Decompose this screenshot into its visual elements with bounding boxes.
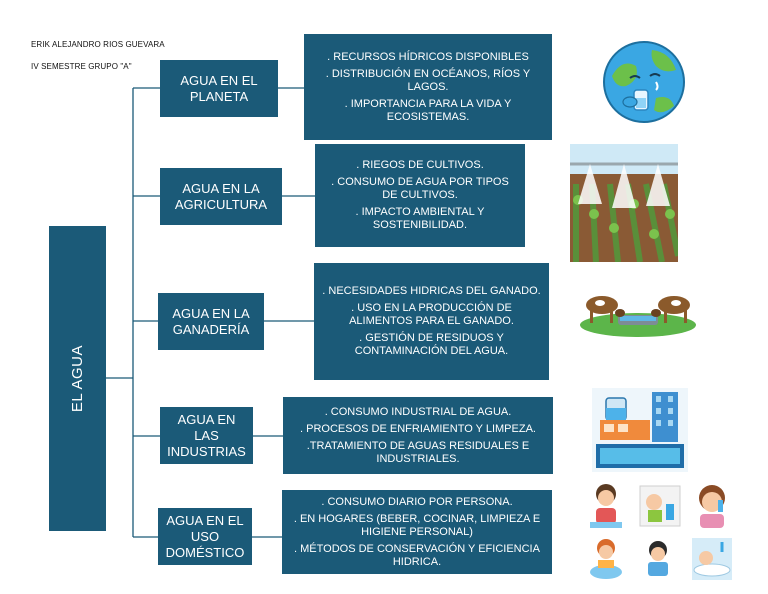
details-ganaderia: . NECESIDADES HIDRICAS DEL GANADO. . USO…: [314, 263, 549, 380]
detail-item: . RIEGOS DE CULTIVOS.: [356, 159, 484, 171]
category-industrias: AGUA EN LAS INDUSTRIAS: [160, 407, 253, 464]
detail-item: . GESTIÓN DE RESIDUOS Y CONTAMINACIÓN DE…: [354, 332, 509, 357]
group-label: IV SEMESTRE GRUPO "A": [31, 62, 132, 71]
detail-item: . CONSUMO DIARIO POR PERSONA.: [321, 495, 513, 508]
detail-item: . CONSUMO DE AGUA POR TIPOS DE CULTIVOS.: [331, 176, 509, 201]
category-agricultura: AGUA EN LA AGRICULTURA: [160, 168, 282, 225]
details-planeta: . RECURSOS HÍDRICOS DISPONIBLES . DISTRI…: [304, 34, 552, 140]
sad-earth-drinking-water-icon: [603, 41, 685, 123]
crop-irrigation-icon: [570, 144, 678, 262]
detail-item: . CONSUMO INDUSTRIAL DE AGUA.: [324, 405, 512, 418]
detail-item: . DISTRIBUCIÓN EN OCÉANOS, RÍOS Y LAGOS.: [325, 67, 531, 93]
detail-item: . IMPACTO AMBIENTAL Y SOSTENIBILIDAD.: [355, 206, 485, 231]
category-ganaderia: AGUA EN LA GANADERÍA: [158, 293, 264, 350]
detail-item: . PROCESOS DE ENFRIAMIENTO Y LIMPEZA.: [300, 422, 536, 435]
details-industrias: . CONSUMO INDUSTRIAL DE AGUA. . PROCESOS…: [283, 397, 553, 474]
root-node: EL AGUA: [49, 226, 106, 531]
category-label: AGUA EN LAS INDUSTRIAS: [167, 411, 246, 459]
category-label: AGUA EN EL USO DOMÉSTICO: [165, 512, 245, 560]
detail-item: . NECESIDADES HIDRICAS DEL GANADO.: [322, 285, 541, 297]
category-label: AGUA EN LA AGRICULTURA: [174, 180, 268, 212]
category-label: AGUA EN LA GANADERÍA: [172, 305, 250, 337]
detail-item: .TRATAMIENTO DE AGUAS RESIDUALES E INDUS…: [306, 439, 530, 465]
detail-item: . USO EN LA PRODUCCIÓN DE ALIMENTOS PARA…: [349, 302, 514, 327]
root-label: EL AGUA: [69, 344, 86, 413]
detail-item: . MÉTODOS DE CONSERVACIÓN Y EFICIENCIA H…: [294, 542, 540, 568]
cows-drinking-water-icon: [580, 296, 696, 337]
industry-water-tank-icon: [592, 388, 688, 472]
category-uso-domestico: AGUA EN EL USO DOMÉSTICO: [158, 508, 252, 565]
details-agricultura: . RIEGOS DE CULTIVOS. . CONSUMO DE AGUA …: [315, 144, 525, 247]
detail-item: . IMPORTANCIA PARA LA VIDA Y ECOSISTEMAS…: [344, 97, 512, 123]
detail-item: . RECURSOS HÍDRICOS DISPONIBLES: [327, 50, 529, 63]
detail-item: . EN HOGARES (BEBER, COCINAR, LIMPIEZA E…: [293, 512, 541, 538]
details-uso-domestico: . CONSUMO DIARIO POR PERSONA. . EN HOGAR…: [282, 490, 552, 574]
category-planeta: AGUA EN EL PLANETA: [160, 60, 278, 117]
category-label: AGUA EN EL PLANETA: [180, 72, 258, 104]
household-water-use-icon: [586, 478, 738, 586]
author-name: ERIK ALEJANDRO RIOS GUEVARA: [31, 40, 165, 49]
